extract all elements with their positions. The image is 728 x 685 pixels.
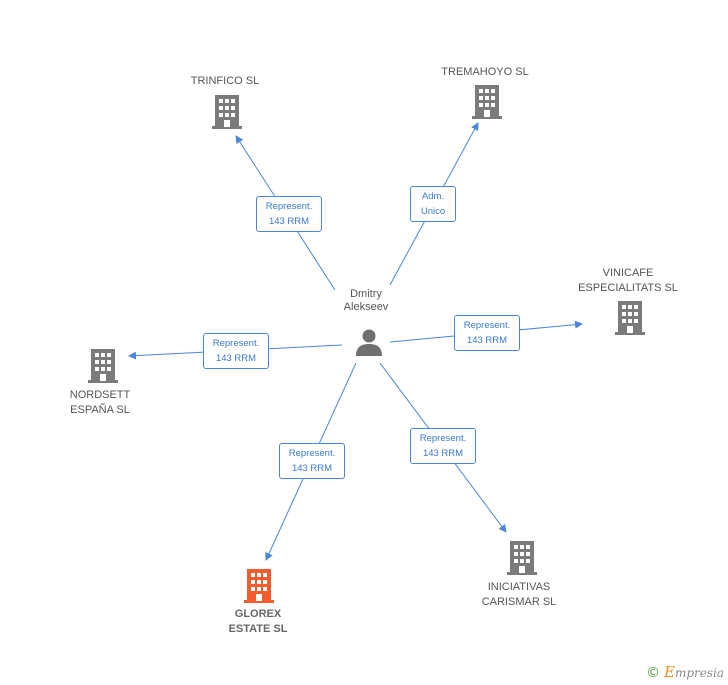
company-name: NORDSETT ESPAÑA SL xyxy=(69,389,131,416)
relation-label-nordsett[interactable]: Represent. 143 RRM xyxy=(203,333,269,369)
brand-initial: E xyxy=(663,663,675,681)
person-icon[interactable] xyxy=(354,327,384,357)
company-name: TRINFICO SL xyxy=(190,75,260,87)
footer-brand: © Empresia xyxy=(646,663,724,681)
building-icon[interactable] xyxy=(244,569,274,603)
relation-label-glorex[interactable]: Represent. 143 RRM xyxy=(279,443,345,479)
company-node-glorex[interactable]: GLOREX ESTATE SL xyxy=(208,607,308,637)
company-node-iniciativas[interactable]: INICIATIVAS CARISMAR SL xyxy=(464,580,574,610)
company-node-vinicafe[interactable]: VINICAFE ESPECIALITATS SL xyxy=(568,266,688,296)
company-node-nordsett[interactable]: NORDSETT ESPAÑA SL xyxy=(50,388,150,418)
relation-label-trinfico[interactable]: Represent. 143 RRM xyxy=(256,196,322,232)
copyright-icon: © xyxy=(646,665,661,681)
company-name: VINICAFE ESPECIALITATS SL xyxy=(578,267,678,294)
relation-label-tremahoyo[interactable]: Adm. Unico xyxy=(410,186,456,222)
building-icon[interactable] xyxy=(615,301,645,335)
company-node-tremahoyo[interactable]: TREMAHOYO SL xyxy=(425,65,545,80)
company-name: GLOREX ESTATE SL xyxy=(228,608,288,635)
relation-label-vinicafe[interactable]: Represent. 143 RRM xyxy=(454,315,520,351)
building-icon[interactable] xyxy=(212,95,242,129)
building-icon[interactable] xyxy=(507,541,537,575)
company-node-trinfico[interactable]: TRINFICO SL xyxy=(175,74,275,89)
relation-label-iniciativas[interactable]: Represent. 143 RRM xyxy=(410,428,476,464)
building-icon[interactable] xyxy=(472,85,502,119)
center-person-label: Dmitry Alekseev xyxy=(343,288,389,313)
brand-name: mpresia xyxy=(674,666,724,680)
building-icon[interactable] xyxy=(88,349,118,383)
company-name: TREMAHOYO SL xyxy=(441,66,529,78)
company-name: INICIATIVAS CARISMAR SL xyxy=(481,581,557,608)
